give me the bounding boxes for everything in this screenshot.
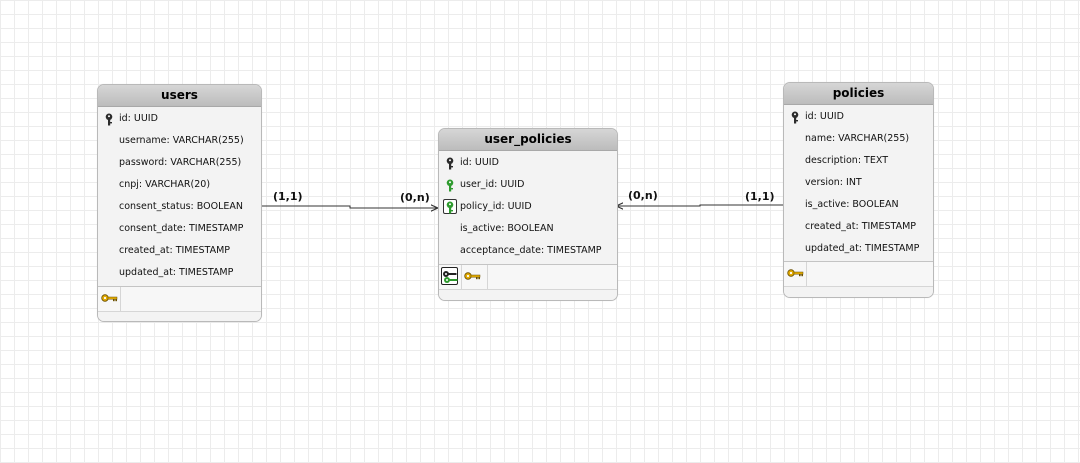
entity-footer xyxy=(98,286,261,321)
key-icon[interactable] xyxy=(98,287,121,311)
attribute-label: id: UUID xyxy=(805,111,844,122)
primary-key-icon xyxy=(791,111,801,124)
attribute-label: id: UUID xyxy=(119,113,158,124)
primary-key-icon xyxy=(105,113,115,126)
attribute-label: consent_date: TIMESTAMP xyxy=(119,223,244,234)
index-row xyxy=(98,287,261,312)
attribute-row[interactable]: version: INT xyxy=(784,172,933,194)
primary-key-icon xyxy=(446,157,456,170)
attribute-label: id: UUID xyxy=(460,157,499,168)
attribute-label: created_at: TIMESTAMP xyxy=(805,221,917,232)
attribute-label: is_active: BOOLEAN xyxy=(460,223,554,234)
attribute-list: id: UUID name: VARCHAR(255) description: T… xyxy=(784,105,933,260)
attribute-row[interactable]: password: VARCHAR(255) xyxy=(98,152,261,174)
edge-users-user-policies[interactable] xyxy=(261,206,438,208)
attribute-list: id: UUID user_id: UUID policy_id: UUID is_a… xyxy=(439,151,617,262)
attribute-label: updated_at: TIMESTAMP xyxy=(805,243,920,254)
attribute-label: name: VARCHAR(255) xyxy=(805,133,910,144)
index-row xyxy=(439,265,617,290)
edge-policies-user-policies[interactable] xyxy=(616,205,783,206)
attribute-row[interactable]: is_active: BOOLEAN xyxy=(784,194,933,216)
attribute-row[interactable]: consent_status: BOOLEAN xyxy=(98,196,261,218)
attribute-row[interactable]: cnpj: VARCHAR(20) xyxy=(98,174,261,196)
attribute-row[interactable]: description: TEXT xyxy=(784,150,933,172)
entity-users[interactable]: users id: UUID username: VARCHAR(255) pass… xyxy=(97,84,262,322)
foreign-key-icon xyxy=(443,199,457,214)
attribute-label: policy_id: UUID xyxy=(460,201,532,212)
attribute-row[interactable]: id: UUID xyxy=(98,108,261,130)
attribute-label: cnpj: VARCHAR(20) xyxy=(119,179,211,190)
attribute-row[interactable]: name: VARCHAR(255) xyxy=(784,128,933,150)
attribute-label: password: VARCHAR(255) xyxy=(119,157,242,168)
attribute-row[interactable]: username: VARCHAR(255) xyxy=(98,130,261,152)
attribute-row[interactable]: id: UUID xyxy=(784,106,933,128)
key-icon[interactable] xyxy=(784,262,807,286)
attribute-label: is_active: BOOLEAN xyxy=(805,199,899,210)
cardinality-users-side: (1,1) xyxy=(273,190,303,203)
attribute-label: acceptance_date: TIMESTAMP xyxy=(460,245,602,256)
key-icon[interactable] xyxy=(461,265,488,289)
attribute-row[interactable]: created_at: TIMESTAMP xyxy=(98,240,261,262)
foreign-key-icon xyxy=(446,179,456,192)
attribute-row[interactable]: policy_id: UUID xyxy=(439,196,617,218)
attribute-row[interactable]: consent_date: TIMESTAMP xyxy=(98,218,261,240)
foreign-key-icon[interactable] xyxy=(439,265,462,289)
entity-user-policies[interactable]: user_policies id: UUID user_id: UUID polic… xyxy=(438,128,618,301)
entity-title: user_policies xyxy=(439,129,617,151)
entity-footer xyxy=(439,264,617,300)
attribute-label: consent_status: BOOLEAN xyxy=(119,201,243,212)
attribute-label: updated_at: TIMESTAMP xyxy=(119,267,234,278)
entity-policies[interactable]: policies id: UUID name: VARCHAR(255) descr… xyxy=(783,82,934,298)
attribute-row[interactable]: updated_at: TIMESTAMP xyxy=(784,238,933,260)
attribute-row[interactable]: is_active: BOOLEAN xyxy=(439,218,617,240)
attribute-row[interactable]: created_at: TIMESTAMP xyxy=(784,216,933,238)
cardinality-user-policies-right: (0,n) xyxy=(628,189,658,202)
attribute-label: description: TEXT xyxy=(805,155,888,166)
entity-footer xyxy=(784,261,933,297)
index-row xyxy=(784,262,933,287)
attribute-row[interactable]: acceptance_date: TIMESTAMP xyxy=(439,240,617,262)
attribute-label: version: INT xyxy=(805,177,862,188)
attribute-row[interactable]: updated_at: TIMESTAMP xyxy=(98,262,261,284)
attribute-label: user_id: UUID xyxy=(460,179,525,190)
entity-title: users xyxy=(98,85,261,107)
attribute-label: username: VARCHAR(255) xyxy=(119,135,244,146)
attribute-label: created_at: TIMESTAMP xyxy=(119,245,231,256)
attribute-list: id: UUID username: VARCHAR(255) password: … xyxy=(98,107,261,284)
attribute-row[interactable]: user_id: UUID xyxy=(439,174,617,196)
cardinality-user-policies-left: (0,n) xyxy=(400,191,430,204)
entity-title: policies xyxy=(784,83,933,105)
attribute-row[interactable]: id: UUID xyxy=(439,152,617,174)
cardinality-policies-side: (1,1) xyxy=(745,190,775,203)
